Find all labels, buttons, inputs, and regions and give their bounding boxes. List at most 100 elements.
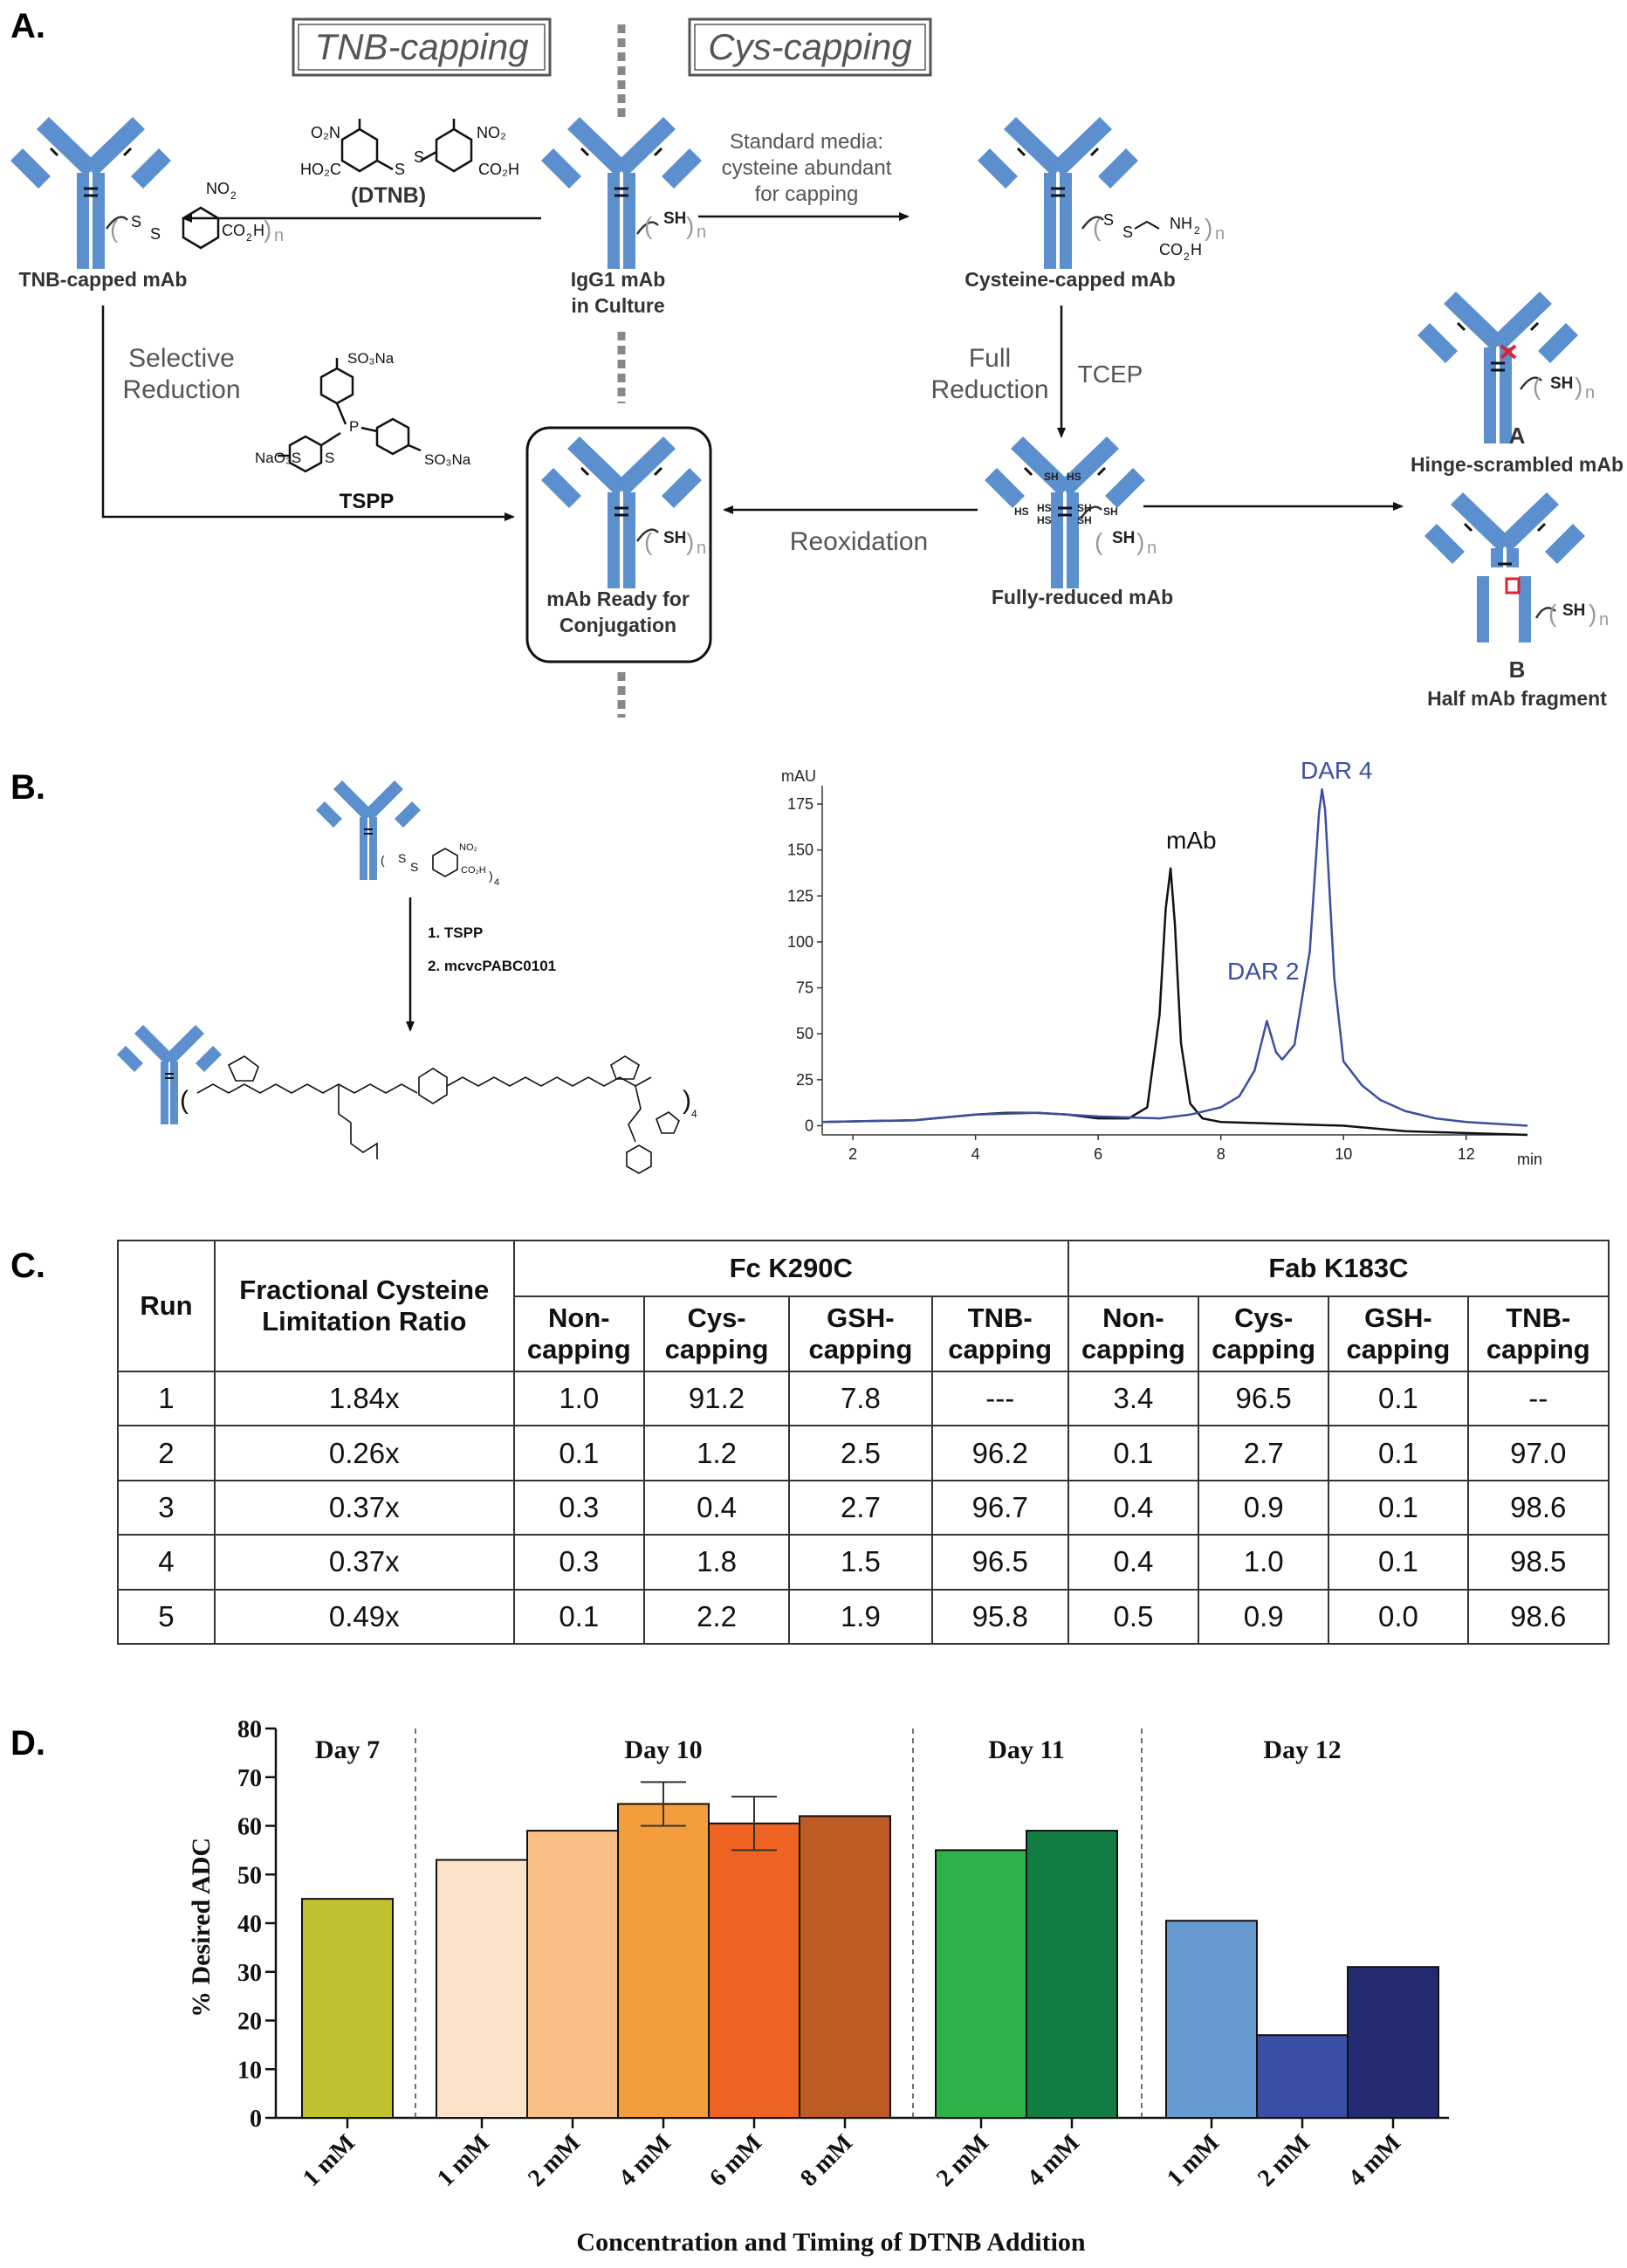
svg-text:Reduction: Reduction xyxy=(122,375,240,404)
table-cell: 0.3 xyxy=(512,1479,645,1536)
d-group-label: Day 7 xyxy=(315,1735,380,1764)
svg-text:Full: Full xyxy=(969,344,1011,373)
table-cell: 96.7 xyxy=(930,1479,1069,1536)
svg-text:(: ( xyxy=(1533,373,1541,400)
svg-text:n: n xyxy=(1147,539,1157,558)
d-group-label: Day 10 xyxy=(624,1735,702,1764)
table-cell: 97.0 xyxy=(1466,1425,1610,1481)
d-bar xyxy=(708,1822,800,2119)
svg-text:(: ( xyxy=(1095,528,1103,555)
table-cell: 1.2 xyxy=(642,1425,791,1481)
svg-text:HS: HS xyxy=(1014,505,1029,518)
svg-text:n: n xyxy=(697,223,706,242)
svg-text:HS: HS xyxy=(1037,514,1052,526)
table-cell: 98.5 xyxy=(1466,1534,1610,1591)
table-cell: 0.1 xyxy=(1328,1479,1469,1536)
tspp-structure xyxy=(278,358,422,473)
svg-text:SH: SH xyxy=(663,210,686,228)
d-x-tick-label: 1 mM xyxy=(298,2129,360,2192)
svg-text:S: S xyxy=(1122,223,1133,241)
d-group-label: Day 12 xyxy=(1263,1735,1341,1764)
table-cell: --- xyxy=(930,1370,1069,1427)
chrom-y-tick-label: 75 xyxy=(796,979,814,997)
svg-text:SH: SH xyxy=(1077,514,1092,526)
svg-text:(: ( xyxy=(110,216,119,243)
svg-text:SH: SH xyxy=(1550,375,1573,393)
svg-text:2: 2 xyxy=(230,189,237,202)
d-bar xyxy=(301,1898,394,2119)
panel-b-chromatogram: mAU min mAb DAR 2 DAR 4 0255075100125150… xyxy=(781,757,1542,1168)
selective-reduction-arrow xyxy=(101,306,515,521)
d-y-tick-label: 10 xyxy=(237,2057,262,2084)
d-y-tick-label: 70 xyxy=(237,1765,262,1792)
table-cell: 1.0 xyxy=(1198,1534,1330,1591)
table-cell: 0.4 xyxy=(1067,1534,1200,1591)
subheader-fc-3: TNB-capping xyxy=(930,1296,1069,1372)
table-cell: 2.5 xyxy=(788,1425,933,1481)
svg-text:SH: SH xyxy=(663,529,686,547)
d-x-tick-label: 6 mM xyxy=(704,2129,767,2192)
svg-text:CO₂H: CO₂H xyxy=(461,865,486,876)
svg-text:(: ( xyxy=(644,212,653,239)
svg-text:CO: CO xyxy=(1159,241,1183,258)
svg-text:(: ( xyxy=(381,853,385,867)
chrom-y-tick-label: 50 xyxy=(796,1025,814,1042)
payload-structure: ( ) xyxy=(180,1055,691,1174)
table-cell: 96.2 xyxy=(930,1425,1069,1481)
cys-capped-label: Cysteine-capped mAb xyxy=(965,268,1176,291)
svg-text:P: P xyxy=(349,418,359,435)
tcep-label: TCEP xyxy=(1078,361,1143,388)
full-reduction-text: Full Reduction xyxy=(930,344,1048,404)
d-bar xyxy=(935,1849,1027,2119)
subheader-fab-1: Cys-capping xyxy=(1198,1296,1330,1372)
svg-text:B: B xyxy=(1509,656,1526,683)
table-cell: 2 xyxy=(117,1425,216,1481)
svg-text:SO₃Na: SO₃Na xyxy=(347,350,395,367)
chrom-x-tick-label: 12 xyxy=(1458,1145,1475,1163)
svg-text:): ) xyxy=(1589,600,1596,627)
subheader-fab-2: GSH-capping xyxy=(1328,1296,1469,1372)
svg-text:HS: HS xyxy=(1037,502,1052,514)
chrom-x-tick-label: 2 xyxy=(848,1145,857,1163)
svg-text:(: ( xyxy=(180,1086,189,1115)
chrom-series-mab xyxy=(821,867,1528,1137)
table-cell: 0.37x xyxy=(213,1479,515,1536)
svg-text:Selective: Selective xyxy=(128,344,235,373)
d-y-tick-label: 40 xyxy=(237,1911,262,1938)
chrom-x-tick-label: 4 xyxy=(971,1145,980,1163)
d-y-tick-label: 80 xyxy=(237,1716,262,1743)
svg-text:CO₂H: CO₂H xyxy=(478,161,519,178)
chrom-y-tick-label: 100 xyxy=(787,933,814,951)
table-cell: 0.0 xyxy=(1328,1588,1469,1646)
reoxidation-label: Reoxidation xyxy=(790,527,928,556)
hinge-label: Hinge-scrambled mAb xyxy=(1411,453,1624,476)
svg-text:): ) xyxy=(264,216,271,243)
svg-text:HS: HS xyxy=(1067,471,1081,483)
d-bar xyxy=(799,1815,891,2119)
chrom-y-tick-label: 150 xyxy=(787,842,814,859)
igg1-antibody xyxy=(539,115,704,271)
table-cell: 0.1 xyxy=(1328,1534,1469,1591)
svg-text:): ) xyxy=(489,869,493,883)
tnb-capped-label: TNB-capped mAb xyxy=(19,268,188,291)
svg-text:(: ( xyxy=(1548,600,1557,627)
table-cell: 0.9 xyxy=(1198,1588,1330,1646)
d-bar xyxy=(436,1859,528,2119)
chrom-y-tick-label: 25 xyxy=(796,1071,814,1089)
d-y-tick-label: 60 xyxy=(237,1814,262,1841)
chrom-x-unit: min xyxy=(1517,1151,1542,1168)
tspp-label: TSPP xyxy=(340,490,395,513)
svg-text:): ) xyxy=(686,528,694,555)
header-fc: Fc K290C xyxy=(512,1240,1069,1297)
subheader-fab-0: Non-capping xyxy=(1067,1296,1200,1372)
svg-text:S: S xyxy=(1103,211,1114,229)
step-2-label: 2. mcvcPABC0101 xyxy=(428,958,556,974)
table-cell: 1.5 xyxy=(788,1534,933,1591)
table-cell: 0.1 xyxy=(512,1425,645,1481)
svg-text:NO₂: NO₂ xyxy=(459,842,477,853)
